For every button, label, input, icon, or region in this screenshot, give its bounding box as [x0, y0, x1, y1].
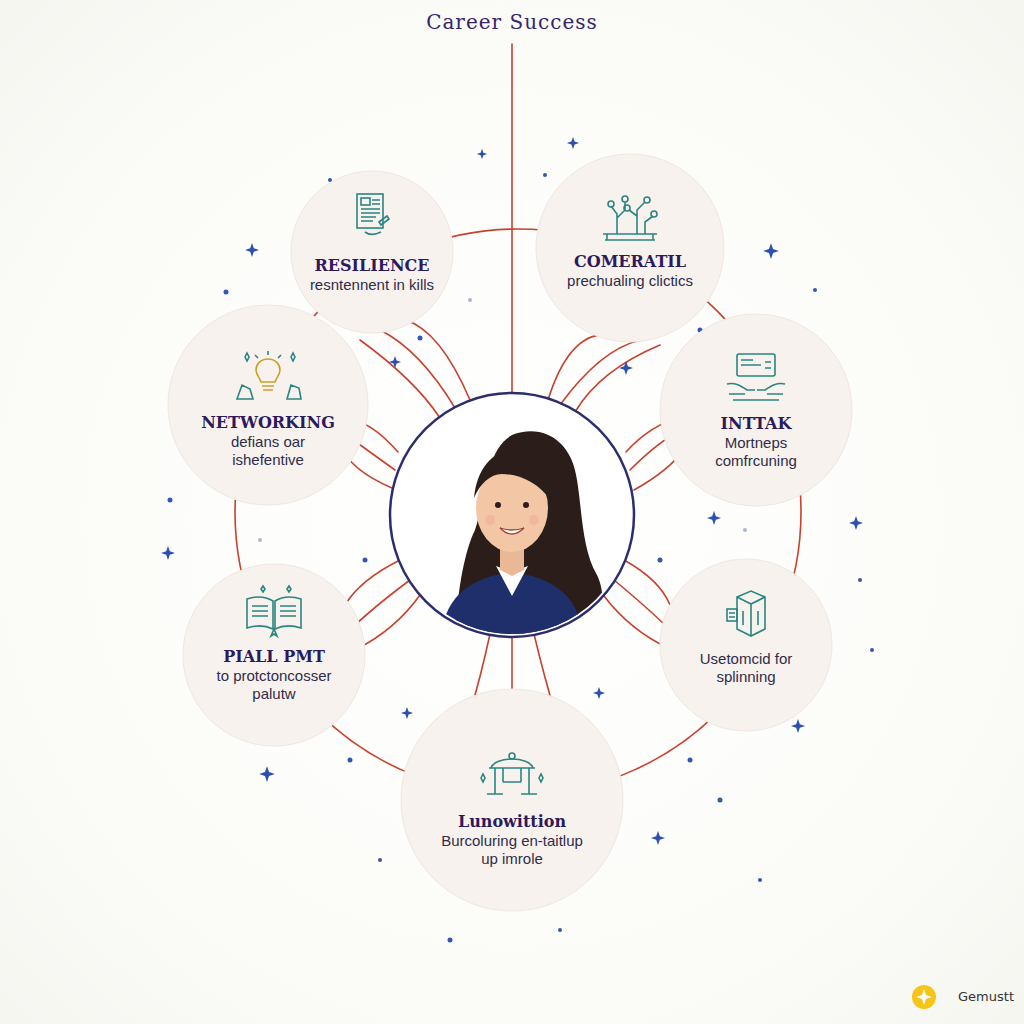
sparkles: [161, 137, 874, 943]
circle-outline: [659, 558, 833, 732]
skill-circle: INTTAKMortneps comfrcuning: [659, 313, 853, 507]
skill-heading: INTTAK: [721, 414, 792, 433]
circle-outline: [659, 313, 853, 507]
skill-icon: [475, 748, 549, 806]
skill-heading: Lunowittion: [458, 812, 566, 831]
skill-circle: LunowittionBurcoluring en-taitlup up imr…: [400, 688, 624, 912]
watermark: Gemustt: [958, 989, 1014, 1004]
text-block: COMERATILprechualing clictics: [549, 252, 712, 290]
skill-circle: COMERATILprechualing clictics: [535, 153, 725, 343]
skill-icon: [231, 349, 305, 407]
circle-outline: [167, 304, 369, 506]
text-block: INTTAKMortneps comfrcuning: [689, 414, 823, 470]
skill-description: Usetomcid for splinning: [677, 650, 815, 686]
skill-description: prechualing clictics: [567, 272, 693, 290]
skill-description: resntennent in kills: [310, 276, 434, 294]
circle-outline: [535, 153, 725, 343]
text-block: NETWORKINGdefians oar ishefentive: [199, 413, 337, 469]
text-block: RESILIENCEresntennent in kills: [302, 256, 443, 294]
watermark-logo: [912, 985, 936, 1009]
text-block: PIALL PMTto protctoncosser palutw: [204, 647, 345, 703]
skill-description: to protctoncosser palutw: [204, 667, 345, 703]
skill-icon: [719, 350, 793, 408]
skill-heading: PIALL PMT: [223, 647, 325, 666]
skill-circle: PIALL PMTto protctoncosser palutw: [182, 563, 366, 747]
skill-circle: RESILIENCEresntennent in kills: [290, 170, 454, 334]
diagram-title: Career Success: [0, 10, 1024, 34]
person-portrait: [390, 393, 634, 640]
skill-icon: [237, 583, 311, 641]
text-block: LunowittionBurcoluring en-taitlup up imr…: [431, 812, 593, 868]
skill-circle: Usetomcid for splinning: [659, 558, 833, 732]
skill-icon: [335, 192, 409, 250]
skill-heading: COMERATIL: [574, 252, 686, 271]
skill-circle: NETWORKINGdefians oar ishefentive: [167, 304, 369, 506]
text-block: Usetomcid for splinning: [677, 649, 815, 686]
skill-icon: [709, 585, 783, 643]
skill-description: Mortneps comfrcuning: [689, 434, 823, 470]
skill-icon: [593, 188, 667, 246]
skill-description: defians oar ishefentive: [199, 433, 337, 469]
skill-heading: NETWORKING: [201, 413, 335, 432]
circle-outline: [400, 688, 624, 912]
skill-heading: RESILIENCE: [314, 256, 429, 275]
skill-description: Burcoluring en-taitlup up imrole: [431, 832, 593, 868]
